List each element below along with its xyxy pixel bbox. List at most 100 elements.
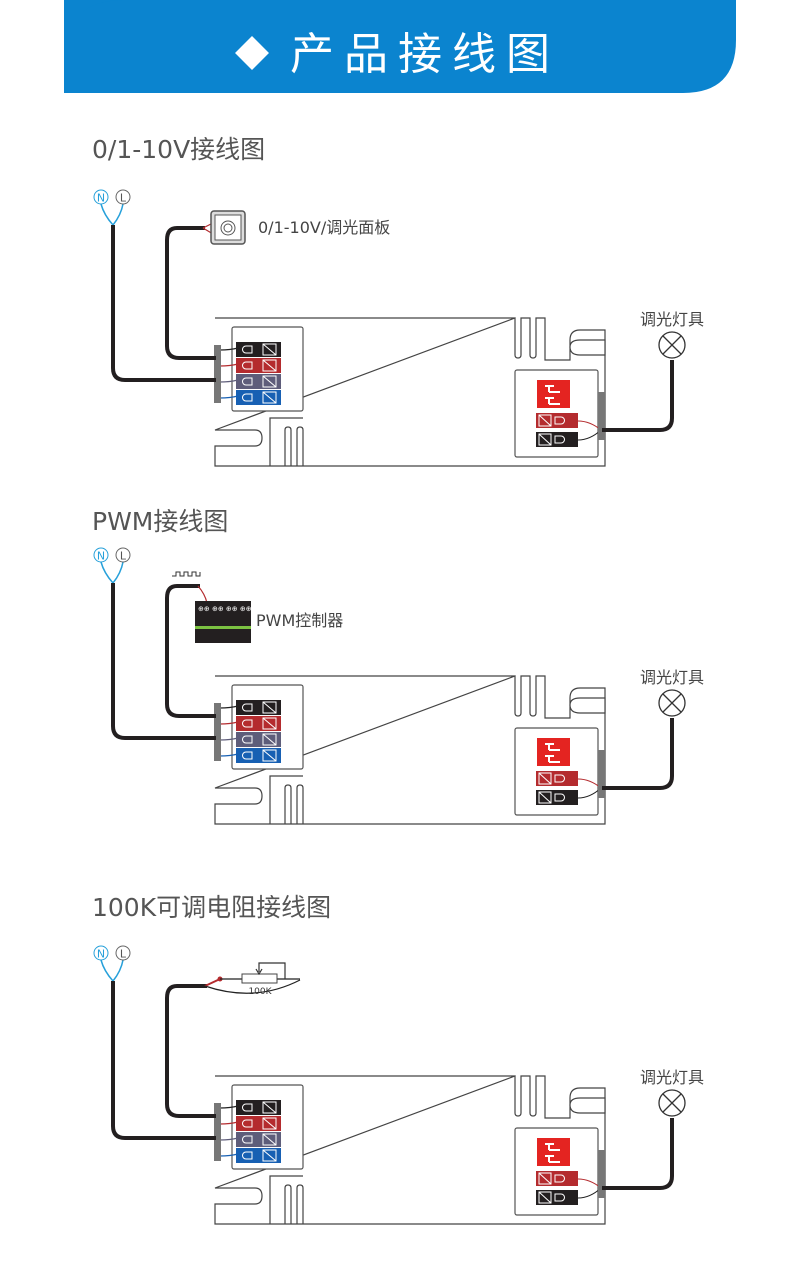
live-label: L bbox=[120, 192, 127, 205]
terminal-lead bbox=[219, 347, 239, 351]
terminal-clamp-icon bbox=[262, 375, 277, 388]
live-terminal-icon bbox=[115, 945, 131, 961]
terminal-lead bbox=[219, 1153, 239, 1157]
terminal-clamp-line bbox=[262, 701, 277, 714]
terminal-screw-icon bbox=[554, 1193, 565, 1202]
terminal-screw-icon bbox=[242, 345, 253, 354]
dip-switch-icon bbox=[545, 385, 560, 405]
terminal-clamp-line bbox=[538, 433, 552, 446]
control-cable bbox=[165, 584, 216, 718]
terminal-screw-icon bbox=[242, 1119, 253, 1128]
potentiometer-wiper bbox=[255, 962, 286, 979]
neutral-terminal-icon bbox=[93, 547, 109, 563]
terminal-clamp-line bbox=[262, 359, 277, 372]
terminal-clamp-icon bbox=[262, 733, 277, 746]
terminal-screw-icon bbox=[242, 393, 253, 402]
section-title-pwm: PWM接线图 bbox=[92, 507, 229, 536]
mains-leads bbox=[100, 203, 124, 226]
control-cable bbox=[165, 226, 216, 360]
terminal-clamp-icon bbox=[538, 433, 552, 446]
terminal-clamp-icon bbox=[262, 359, 277, 372]
page-title: 产品接线图 bbox=[0, 18, 800, 82]
terminal-clamp-line bbox=[262, 717, 277, 730]
terminal-clamp-icon bbox=[262, 343, 277, 356]
controller-label: 100K bbox=[248, 987, 272, 997]
controller-label: PWM控制器 bbox=[256, 611, 343, 630]
terminal-lead bbox=[219, 1105, 239, 1109]
terminal-clamp-icon bbox=[262, 391, 277, 404]
section-title-0-10v: 0/1-10V接线图 bbox=[92, 135, 266, 164]
terminal-screw-icon bbox=[242, 703, 253, 712]
terminal-clamp-line bbox=[538, 791, 552, 804]
terminal-screw-icon bbox=[242, 377, 253, 386]
live-terminal-icon bbox=[115, 189, 131, 205]
terminal-lead bbox=[219, 1121, 239, 1125]
lamp-cable bbox=[602, 718, 674, 790]
terminal-clamp-icon bbox=[262, 1101, 277, 1114]
header-corner bbox=[64, 0, 124, 60]
input-grommet bbox=[214, 1103, 221, 1161]
terminal-screw-icon bbox=[554, 793, 565, 802]
terminal-screw-icon bbox=[242, 361, 253, 370]
output-terminal-0 bbox=[536, 413, 578, 428]
driver-outline bbox=[214, 1075, 606, 1225]
terminal-lead bbox=[219, 737, 239, 741]
dimmer-panel-face bbox=[214, 214, 242, 241]
mains-leads bbox=[100, 561, 124, 584]
terminal-clamp-line bbox=[538, 772, 552, 785]
dimmer-knob-inner bbox=[223, 223, 233, 233]
neutral-terminal-icon bbox=[93, 945, 109, 961]
output-terminal-1 bbox=[536, 432, 578, 447]
live-label: L bbox=[120, 550, 127, 563]
terminal-clamp-line bbox=[262, 749, 277, 762]
terminal-clamp-icon bbox=[262, 701, 277, 714]
neutral-label: N bbox=[97, 550, 105, 563]
terminal-clamp-icon bbox=[538, 791, 552, 804]
terminal-clamp-line bbox=[262, 1117, 277, 1130]
mains-cable bbox=[111, 981, 216, 1140]
control-cable bbox=[165, 984, 216, 1118]
terminal-clamp-line bbox=[262, 733, 277, 746]
terminal-clamp-line bbox=[262, 343, 277, 356]
mount-notch bbox=[569, 697, 606, 714]
terminal-screw-icon bbox=[242, 751, 253, 760]
terminal-screw-icon bbox=[554, 774, 565, 783]
terminal-lead bbox=[219, 1137, 239, 1141]
terminal-clamp-icon bbox=[262, 749, 277, 762]
terminal-clamp-icon bbox=[538, 772, 552, 785]
terminal-clamp-icon bbox=[262, 1133, 277, 1146]
terminal-screw-icon bbox=[242, 1151, 253, 1160]
lamp-cross bbox=[662, 693, 682, 713]
lamp-cross bbox=[662, 1093, 682, 1113]
terminal-clamp-icon bbox=[538, 1172, 552, 1185]
pwm-led-strip bbox=[195, 626, 251, 629]
terminal-lead bbox=[219, 753, 239, 757]
terminal-clamp-line bbox=[262, 375, 277, 388]
terminal-clamp-line bbox=[538, 414, 552, 427]
lamp-label: 调光灯具 bbox=[640, 310, 704, 329]
output-terminal-1 bbox=[536, 790, 578, 805]
section-title-100k: 100K可调电阻接线图 bbox=[92, 893, 332, 922]
terminal-lead bbox=[219, 395, 239, 399]
live-label: L bbox=[120, 948, 127, 961]
terminal-clamp-icon bbox=[262, 1117, 277, 1130]
terminal-clamp-line bbox=[538, 1191, 552, 1204]
terminal-clamp-line bbox=[262, 1101, 277, 1114]
output-grommet bbox=[598, 1150, 605, 1198]
pwm-signal-icon bbox=[172, 571, 201, 577]
terminal-clamp-line bbox=[262, 391, 277, 404]
terminal-screw-icon bbox=[242, 1103, 253, 1112]
potentiometer-icon bbox=[241, 973, 278, 984]
mains-leads bbox=[100, 959, 124, 982]
output-terminal-1 bbox=[536, 1190, 578, 1205]
pwm-controller-icon bbox=[195, 601, 251, 643]
lamp-label: 调光灯具 bbox=[640, 1068, 704, 1087]
live-terminal-icon bbox=[115, 547, 131, 563]
mount-notch bbox=[569, 1097, 606, 1114]
